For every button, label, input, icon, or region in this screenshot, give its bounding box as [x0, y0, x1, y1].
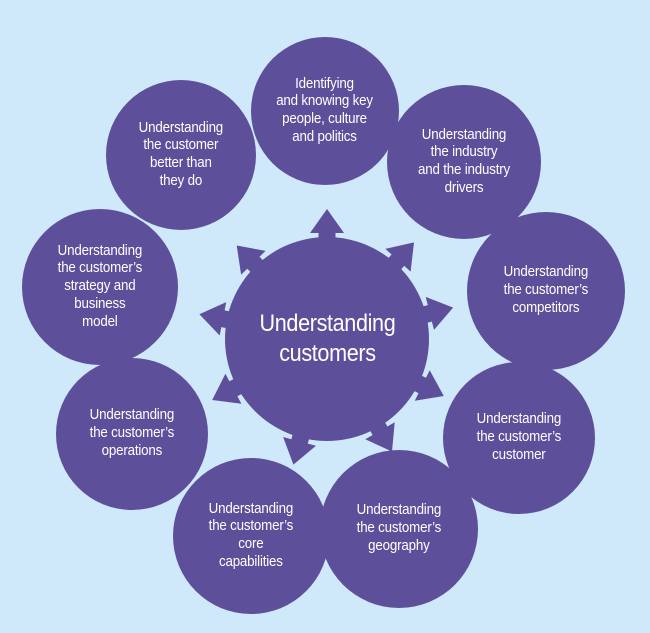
node-operations: Understanding the customer’s operations	[56, 358, 208, 510]
node-competitors-label: Understanding the customer’s competitors	[503, 264, 589, 316]
node-geography: Understanding the customer’s geography	[320, 450, 478, 608]
node-industry: Understanding the industry and the indus…	[387, 85, 541, 239]
node-customers-customer: Understanding the customer’s customer	[443, 362, 595, 514]
node-better-than-they-do-label: Understanding the customer better than t…	[138, 119, 224, 189]
node-industry-label: Understanding the industry and the indus…	[417, 126, 510, 196]
node-strategy-label: Understanding the customer’s strategy an…	[57, 242, 143, 330]
center-node: Understanding customers	[225, 237, 429, 441]
node-core-capabilities: Understanding the customer’s core capabi…	[173, 458, 329, 614]
node-customers-customer-label: Understanding the customer’s customer	[476, 411, 562, 463]
node-key-people-label: Identifying and knowing key people, cult…	[276, 75, 374, 145]
center-label: Understanding customers	[259, 310, 395, 367]
node-competitors: Understanding the customer’s competitors	[467, 212, 625, 370]
node-geography-label: Understanding the customer’s geography	[356, 502, 442, 554]
node-better-than-they-do: Understanding the customer better than t…	[106, 80, 256, 230]
node-core-capabilities-label: Understanding the customer’s core capabi…	[208, 500, 294, 570]
node-operations-label: Understanding the customer’s operations	[89, 407, 175, 459]
node-strategy: Understanding the customer’s strategy an…	[22, 209, 178, 365]
node-key-people: Identifying and knowing key people, cult…	[251, 37, 399, 185]
